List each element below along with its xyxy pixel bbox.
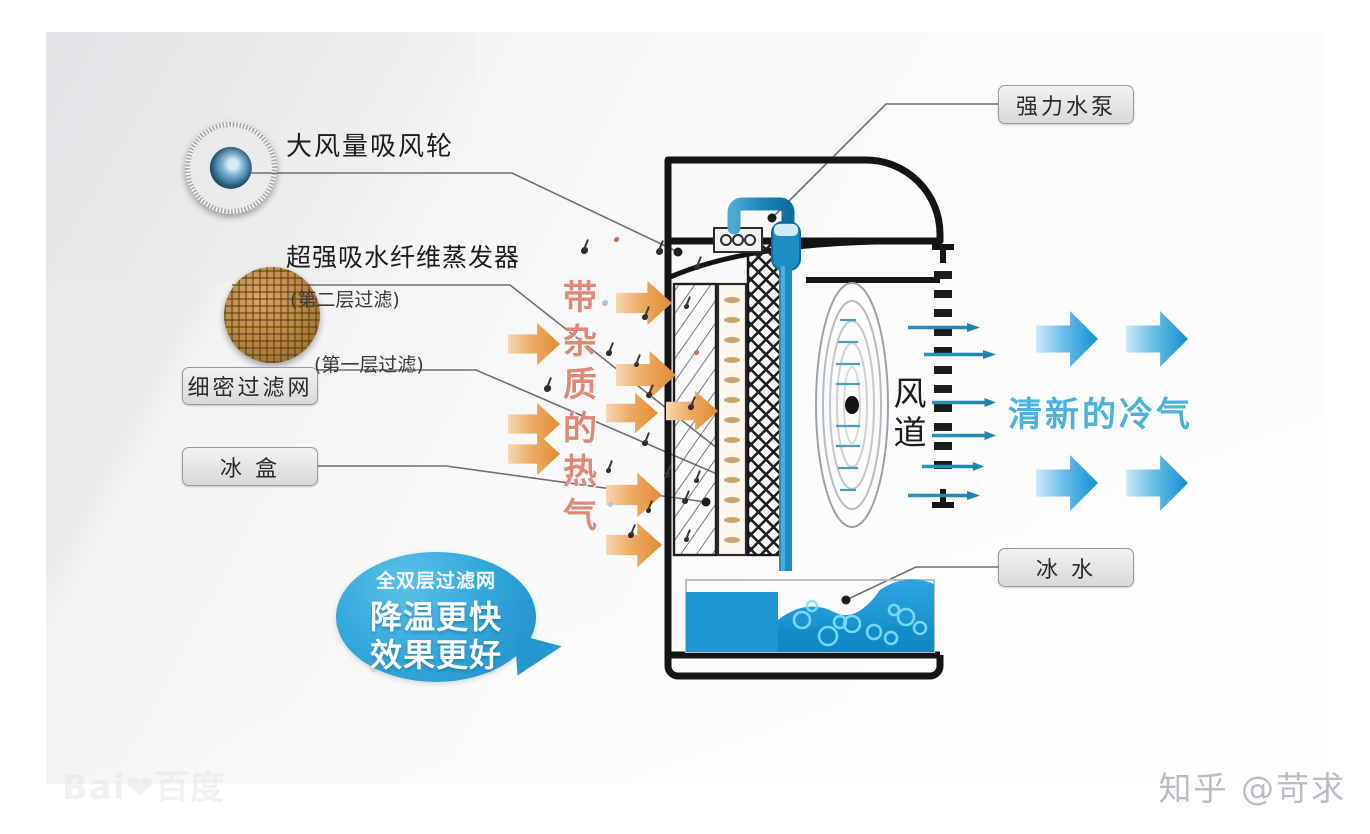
bubble-line-1: 全双层过滤网 xyxy=(375,570,496,592)
speck-tail xyxy=(635,354,641,365)
impurity-speck-12 xyxy=(646,384,654,398)
speck-tail xyxy=(695,256,702,267)
cool-air-arrow-2 xyxy=(1126,311,1188,367)
label-filter-sub: (第一层过滤) xyxy=(314,354,424,376)
hot-air-char-1: 带 xyxy=(563,278,597,318)
label-ice-box[interactable]: 冰 盒 xyxy=(182,447,318,486)
hot-air-flow-label: 带杂质的热气 xyxy=(558,277,602,538)
hot-air-char-3: 质 xyxy=(563,365,597,406)
cool-air-arrow-4 xyxy=(1126,455,1188,511)
speck-tail xyxy=(607,460,613,471)
label-evaporator: 超强吸水纤维蒸发器 xyxy=(286,243,521,272)
impurity-speck-16 xyxy=(664,464,672,478)
cool-air-arrow-3 xyxy=(1036,455,1098,511)
impurity-speck-9 xyxy=(606,342,614,356)
impurity-speck-11 xyxy=(694,350,699,355)
impurity-speck-19 xyxy=(646,500,653,513)
speck-tail xyxy=(629,524,636,535)
duct-flow-arrow-6 xyxy=(908,491,980,500)
speck-tail xyxy=(685,296,691,307)
hot-air-arrow-8 xyxy=(606,472,662,518)
impurity-speck-15 xyxy=(606,460,613,473)
leader-fan xyxy=(232,172,679,253)
impurity-speck-4 xyxy=(694,256,702,270)
speck-tail xyxy=(695,470,701,481)
hot-air-char-6: 气 xyxy=(563,495,597,536)
impurity-speck-1 xyxy=(581,239,590,254)
filter-mesh-layer xyxy=(713,227,784,557)
leader-icewater xyxy=(845,566,998,601)
speck-tail xyxy=(683,490,690,501)
impurity-speck-21 xyxy=(628,524,636,538)
label-pump[interactable]: 强力水泵 xyxy=(998,85,1134,124)
impurity-speck-6 xyxy=(642,306,650,320)
water-tank xyxy=(685,579,935,653)
duct-flow-arrow-3 xyxy=(932,398,996,407)
label-filter-box[interactable]: 细密过滤网 xyxy=(182,367,318,405)
hot-air-char-5: 热 xyxy=(563,452,597,493)
impurity-speck-20 xyxy=(682,490,690,504)
duct-flow-arrow-5 xyxy=(922,462,984,471)
label-ice-water[interactable]: 冰 水 xyxy=(998,548,1134,587)
blower-vanes xyxy=(836,318,860,492)
speck-tail xyxy=(607,342,614,353)
duct-flow-arrow-4 xyxy=(932,431,996,440)
blower-hub xyxy=(845,396,859,414)
label-fan: 大风量吸风轮 xyxy=(286,132,455,162)
impurity-speck-3 xyxy=(656,240,665,255)
impurity-speck-10 xyxy=(634,354,641,367)
impurity-speck-7 xyxy=(684,296,691,309)
leader-pump xyxy=(771,103,998,219)
impurity-speck-13 xyxy=(688,396,696,410)
fan-hub xyxy=(209,146,253,190)
speck-tail xyxy=(643,432,650,443)
impurity-speck-2 xyxy=(614,237,619,242)
hot-air-arrow-2 xyxy=(508,402,560,446)
label-air-duct: 风 道 xyxy=(891,374,929,453)
zhihu-watermark: 知乎 @苛求 xyxy=(1158,769,1346,808)
duct-char-2: 道 xyxy=(893,412,927,452)
fresh-air-label: 清新的冷气 xyxy=(1008,395,1193,435)
overlay-layer: 大风量吸风轮 超强吸水纤维蒸发器 (第二层过滤) (第一层过滤) 细密过滤网 冰… xyxy=(46,32,1326,784)
impurity-speck-18 xyxy=(608,502,613,507)
hot-air-char-2: 杂 xyxy=(563,321,597,362)
baidu-watermark: Bai❤百度 xyxy=(62,768,226,808)
promo-bubble: 全双层过滤网 降温更快 效果更好 xyxy=(336,552,564,682)
hot-air-arrow-3 xyxy=(508,432,560,476)
impurity-speck-8 xyxy=(544,377,553,392)
leader-filter xyxy=(268,369,725,478)
evaporator-pad-photo xyxy=(224,267,320,363)
duct-char-1: 风 xyxy=(893,374,927,413)
speck-tail xyxy=(658,240,665,251)
label-evaporator-sub: (第二层过滤) xyxy=(290,289,400,311)
duct-flow-arrow-1 xyxy=(908,323,980,332)
ice-bubbles xyxy=(792,599,928,647)
arrow-host xyxy=(46,32,1326,784)
bubble-line-3: 效果更好 xyxy=(369,636,502,674)
impurity-speck-14 xyxy=(642,432,650,446)
speck-tail xyxy=(685,529,691,540)
speck-tail xyxy=(665,464,672,475)
machine-svg xyxy=(232,103,998,680)
evaporator-layer xyxy=(716,282,748,557)
hot-air-arrow-1 xyxy=(508,322,560,366)
impurity-speck-22 xyxy=(684,529,691,542)
duct-flow-arrow-2 xyxy=(924,350,996,359)
hot-air-char-4: 的 xyxy=(563,408,597,449)
impurity-speck-5 xyxy=(602,300,608,306)
speck-tail xyxy=(546,377,553,388)
impurity-speck-17 xyxy=(694,470,701,483)
hot-air-arrow-7 xyxy=(666,390,718,432)
fan-wheel-photo xyxy=(185,122,277,214)
speck-tail xyxy=(583,239,590,250)
cool-air-arrow-1 xyxy=(1036,311,1098,367)
water-pump-assembly xyxy=(727,197,801,571)
bubble-line-2: 降温更快 xyxy=(369,598,502,636)
